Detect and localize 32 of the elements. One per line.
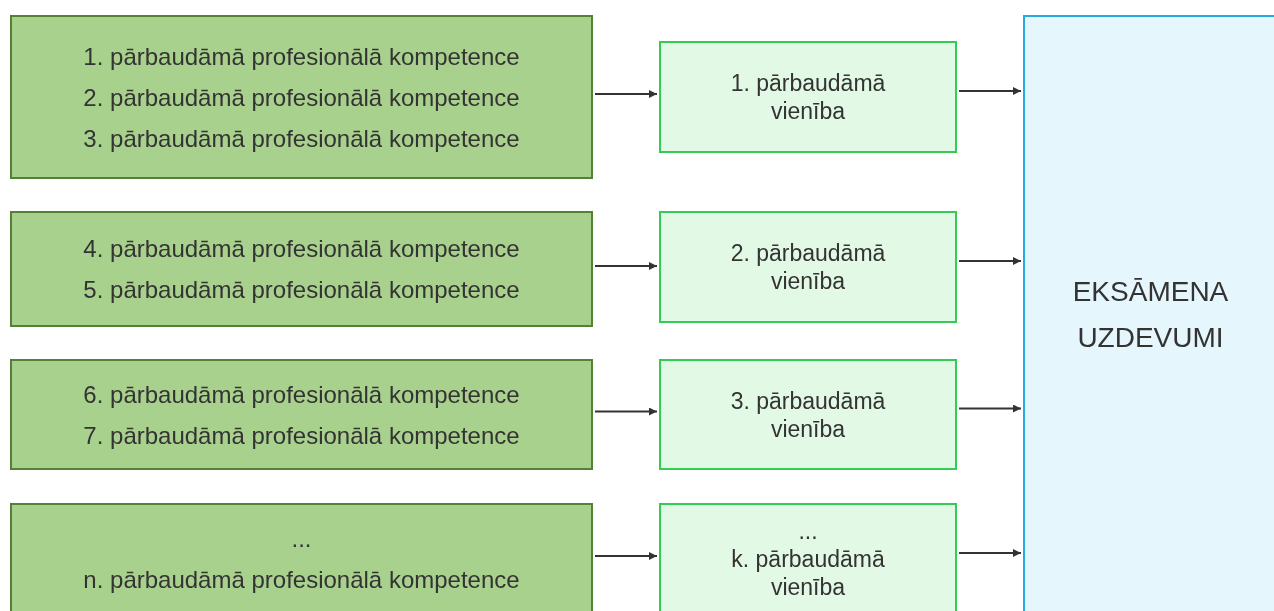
arrow	[958, 549, 1022, 557]
node-text: n. pārbaudāmā profesionālā kompetence	[83, 565, 520, 595]
node-text: EKSĀMENA UZDEVUMI	[1071, 275, 1230, 355]
node-text: 2. pārbaudāmā vienība	[729, 239, 887, 295]
node-text: 5. pārbaudāmā profesionālā kompetence	[83, 275, 520, 305]
unit-box	[659, 211, 957, 323]
arrow	[958, 257, 1022, 265]
arrow	[958, 404, 1022, 413]
arrow	[594, 407, 658, 416]
unit-box	[659, 503, 957, 611]
node-text: 7. pārbaudāmā profesionālā kompetence	[83, 420, 520, 451]
node-text: 1. pārbaudāmā vienība	[729, 69, 887, 125]
unit-box	[659, 41, 957, 153]
node-text: 3. pārbaudāmā vienība	[729, 386, 887, 443]
arrow	[594, 262, 658, 270]
competence-box	[10, 359, 593, 470]
node-text: 6. pārbaudāmā profesionālā kompetence	[83, 379, 520, 410]
arrow	[594, 90, 658, 98]
competence-box	[10, 15, 593, 179]
node-text: 1. pārbaudāmā profesionālā kompetence	[83, 41, 520, 72]
competence-box	[10, 211, 593, 327]
arrow	[958, 87, 1022, 95]
node-text: 2. pārbaudāmā profesionālā kompetence	[83, 82, 520, 113]
node-text: 4. pārbaudāmā profesionālā kompetence	[83, 234, 520, 264]
node-text: ...	[798, 517, 818, 545]
node-text: ...	[291, 524, 312, 554]
node-text: k. pārbaudāmā vienība	[730, 545, 886, 601]
tasks-box	[1023, 15, 1274, 611]
competence-box	[10, 503, 593, 611]
arrow	[594, 552, 658, 560]
unit-box	[659, 359, 957, 470]
node-text: 3. pārbaudāmā profesionālā kompetence	[83, 123, 520, 154]
